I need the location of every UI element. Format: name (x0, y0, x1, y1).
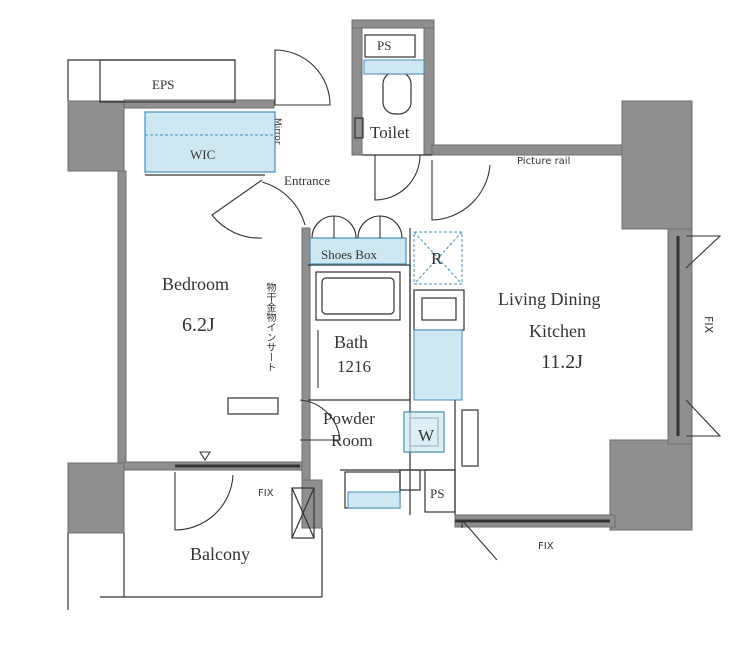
ldk-window-right-1 (685, 235, 722, 269)
wall-ldk-top (431, 144, 623, 156)
ldk-label-2: Kitchen (529, 321, 586, 341)
ldk-size: 11.2J (541, 351, 584, 373)
ldk-door (431, 160, 491, 221)
wic-storage (144, 111, 276, 173)
shoes-box-label: Shoes Box (321, 247, 377, 262)
stove-grid (421, 297, 457, 321)
column-top-right (621, 100, 693, 230)
wall-toilet-top (351, 19, 435, 29)
toilet-door (374, 154, 421, 201)
toilet-label: Toilet (370, 123, 410, 142)
bathtub (315, 271, 401, 321)
toilet-paper (354, 117, 364, 139)
storage-note-label: 物干金物インサート (264, 282, 275, 372)
balcony-label: Balcony (190, 544, 250, 564)
structural-walls (67, 19, 693, 534)
ldk-cabinet (461, 409, 479, 467)
ps-box-bottom (424, 469, 456, 513)
powder-storage (347, 491, 401, 509)
balcony-storage (291, 487, 315, 539)
refrigerator-label: R (431, 249, 443, 268)
wall-wic-top (123, 99, 275, 109)
column-bottom-right (609, 439, 693, 531)
kitchen-storage (413, 329, 463, 401)
ldk-window-right-2 (685, 399, 722, 437)
wall-toilet-left (351, 19, 363, 156)
washbasin (399, 469, 421, 491)
fridge-x2 (413, 231, 463, 285)
powder-room-label-2: Room (331, 431, 373, 450)
bedroom-marker (199, 451, 211, 462)
shoes-door-3 (357, 215, 381, 239)
bath-size: 1216 (337, 357, 371, 376)
ps-bottom-label: PS (430, 486, 445, 501)
fix-bottom-label: FIX (538, 541, 554, 552)
powder-door (299, 399, 341, 441)
ldk-label-1: Living Dining (498, 289, 601, 309)
interior-lines (67, 34, 479, 610)
column-top-left (67, 100, 125, 172)
toilet-bowl (382, 71, 412, 115)
wall-balcony-stub (301, 479, 323, 529)
wall-toilet-right (423, 19, 435, 156)
wall-left (117, 170, 127, 464)
shoes-door-2 (333, 215, 357, 239)
shoes-door-1 (311, 215, 335, 239)
picture-rail-label: Picture rail (517, 156, 571, 167)
fix-right-label: FIX (702, 316, 715, 334)
toilet-storage (363, 59, 425, 75)
washer-label: W (418, 426, 435, 445)
bedroom-label: Bedroom (162, 274, 229, 294)
bedroom-size: 6.2J (182, 314, 215, 336)
column-bottom-left (67, 462, 125, 534)
bathtub-inner (321, 277, 395, 315)
entrance-door (274, 49, 331, 106)
bath-label: Bath (334, 332, 368, 352)
door-swings (174, 49, 722, 561)
entrance-label: Entrance (284, 173, 331, 188)
mirror-label: Mirror (272, 118, 282, 145)
balcony-door (174, 472, 234, 531)
shoes-door-4 (379, 215, 403, 239)
storage-areas (144, 59, 463, 509)
ps-box-top (364, 34, 416, 58)
exterior-left-line (67, 59, 235, 101)
washer-storage (403, 411, 445, 453)
fix-balcony-label: FIX (258, 488, 274, 499)
eps-label: EPS (152, 77, 175, 92)
ps-top-label: PS (377, 38, 392, 53)
bedroom-door (261, 181, 306, 226)
wic-door (211, 179, 263, 239)
wall-right-outer (667, 228, 693, 445)
window-sill-bedroom (227, 397, 279, 415)
balcony-storage-x2 (291, 487, 315, 539)
powder-room-label-1: Powder (323, 409, 375, 428)
wic-label: WIC (190, 147, 216, 162)
